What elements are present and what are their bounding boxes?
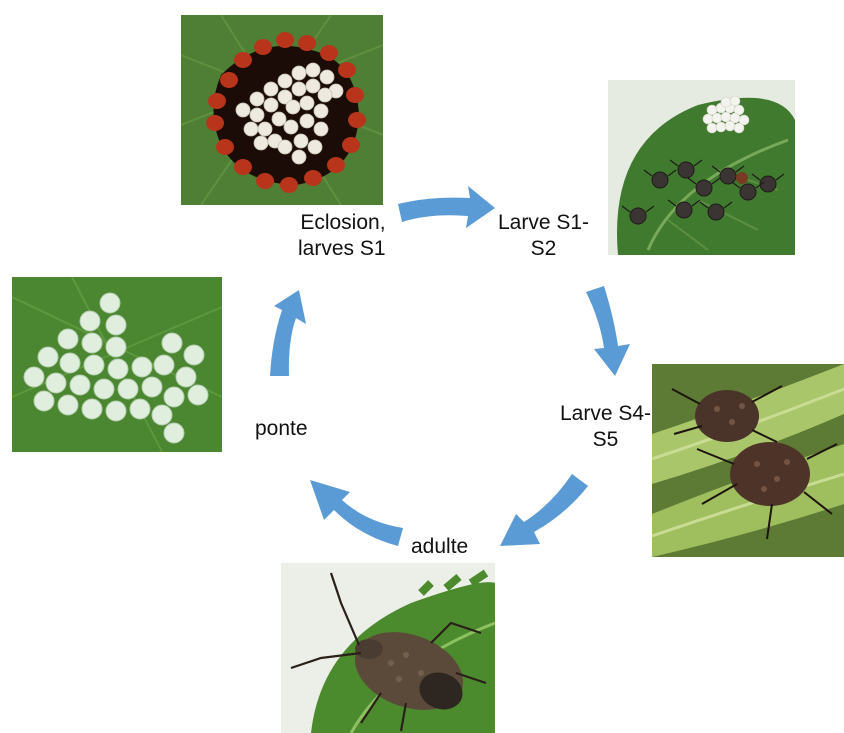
adult-stink-bug-icon — [281, 563, 495, 733]
label-larve-s4-s5: Larve S4- S5 — [560, 401, 651, 453]
label-larve-s1-s2-line1: Larve S1- — [498, 210, 589, 236]
arrow-ponte-to-eclosion — [270, 290, 306, 376]
label-adulte-text: adulte — [411, 535, 468, 558]
ponte-photo — [12, 277, 222, 452]
arrow-s4s5-to-adulte — [500, 474, 588, 546]
arrow-adulte-to-ponte — [310, 480, 403, 546]
late-nymphs-icon — [652, 364, 844, 557]
larve-s4-s5-photo — [652, 364, 844, 557]
label-ponte: ponte — [255, 416, 308, 442]
label-eclosion: Eclosion, larves S1 — [298, 210, 386, 262]
egg-mass-icon — [12, 277, 222, 452]
arrow-eclosion-to-s1s2 — [398, 186, 495, 228]
label-ponte-text: ponte — [255, 417, 308, 440]
adulte-photo — [281, 563, 495, 733]
label-eclosion-line1: Eclosion, — [298, 210, 386, 236]
label-eclosion-line2: larves S1 — [298, 236, 386, 262]
label-larve-s4-s5-line2: S5 — [560, 427, 651, 453]
arrow-s1s2-to-s4s5 — [586, 286, 630, 376]
eclosion-photo — [181, 15, 383, 205]
young-nymphs-icon — [608, 80, 795, 255]
label-larve-s1-s2-line2: S2 — [498, 236, 589, 262]
larve-s1-s2-photo — [608, 80, 795, 255]
label-adulte: adulte — [411, 534, 468, 560]
label-larve-s1-s2: Larve S1- S2 — [498, 210, 589, 262]
egg-cluster-hatching-icon — [181, 15, 383, 205]
label-larve-s4-s5-line1: Larve S4- — [560, 401, 651, 427]
